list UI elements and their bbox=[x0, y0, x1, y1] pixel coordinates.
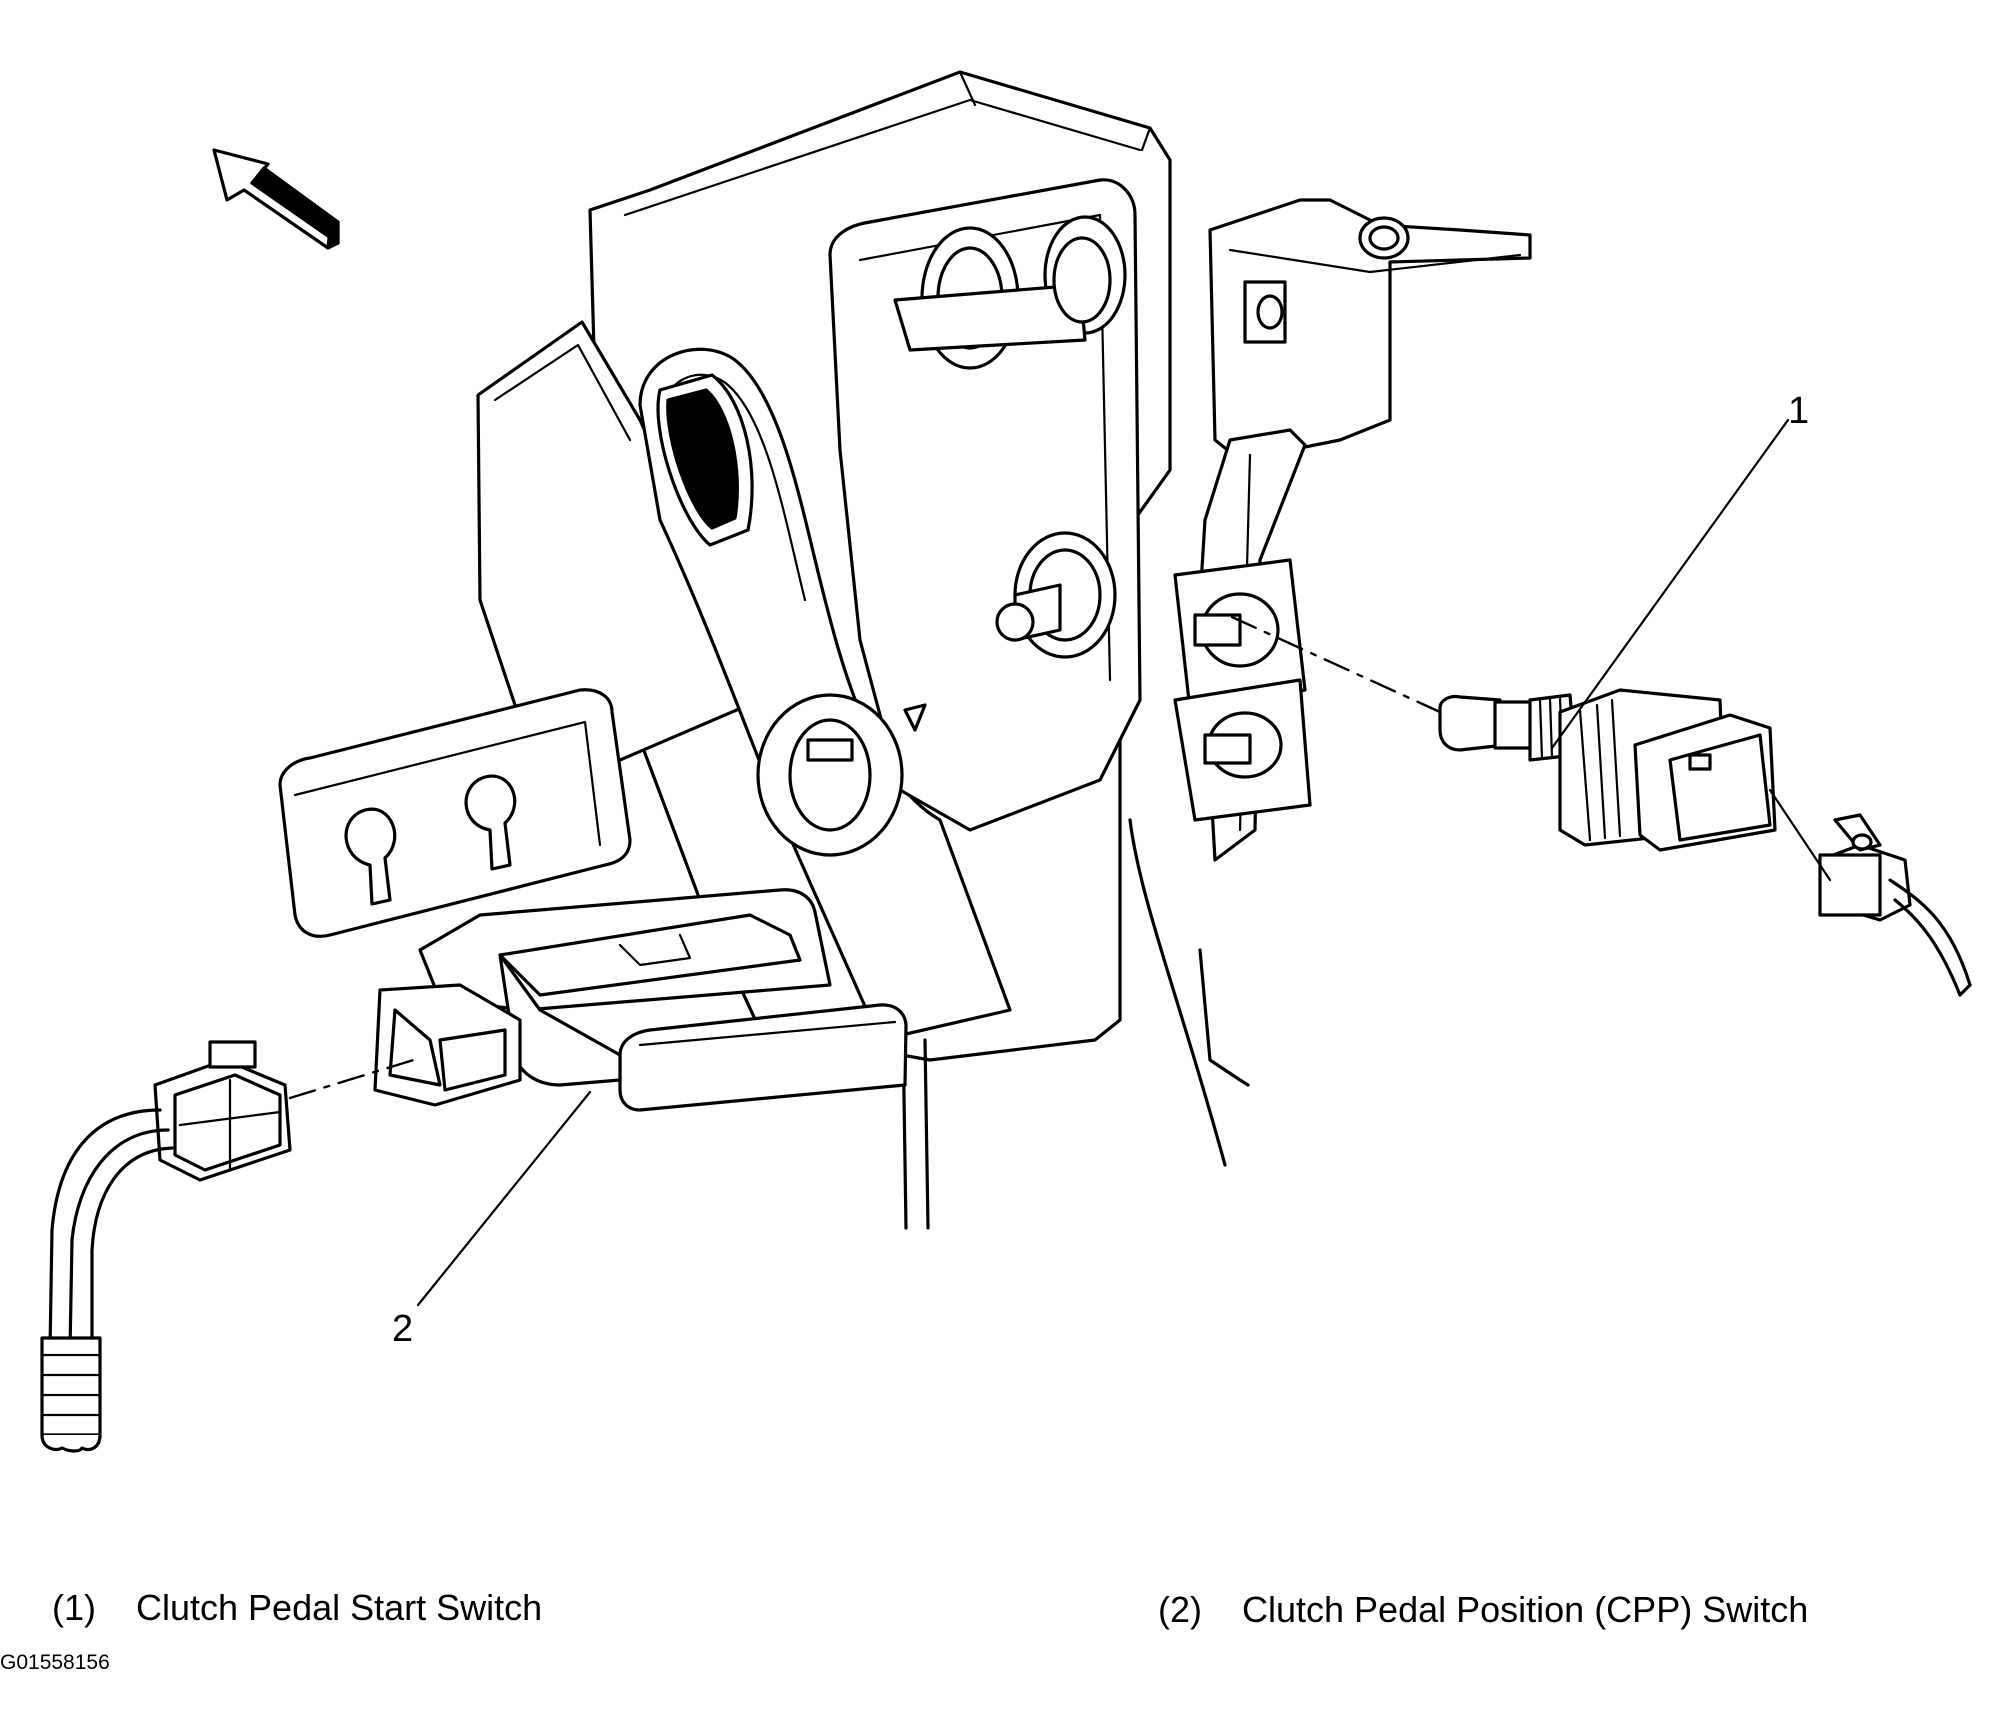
alignment-lines bbox=[288, 615, 1832, 1100]
clutch-pedal-start-switch bbox=[1438, 688, 1777, 852]
callout-number-2: 2 bbox=[392, 1308, 414, 1350]
callout-number-1: 1 bbox=[1788, 390, 1810, 432]
caption-1-text: Clutch Pedal Start Switch bbox=[136, 1587, 543, 1628]
start-switch-harness-connector bbox=[1818, 813, 1972, 997]
cpp-connector-housing bbox=[373, 983, 522, 1107]
figure-id: G01558156 bbox=[0, 1651, 110, 1674]
pedal-bracket-assembly bbox=[476, 70, 1250, 1230]
caption-2: (2) Clutch Pedal Position (CPP) Switch bbox=[1158, 1592, 1808, 1628]
caption-2-text: Clutch Pedal Position (CPP) Switch bbox=[1242, 1589, 1809, 1630]
leader-line-1 bbox=[1550, 418, 1790, 750]
left-mounting-plate bbox=[278, 688, 632, 938]
leader-line-2 bbox=[416, 1090, 592, 1307]
switch-mounting-clips bbox=[1173, 558, 1312, 822]
caption-2-number: (2) bbox=[1158, 1589, 1202, 1630]
caption-1: (1) Clutch Pedal Start Switch bbox=[52, 1590, 542, 1626]
cpp-switch bbox=[418, 888, 908, 1112]
cpp-harness-wires bbox=[40, 1108, 174, 1453]
forward-direction-arrow bbox=[212, 148, 340, 250]
caption-1-number: (1) bbox=[52, 1587, 96, 1628]
cpp-harness-connector bbox=[153, 1040, 292, 1182]
